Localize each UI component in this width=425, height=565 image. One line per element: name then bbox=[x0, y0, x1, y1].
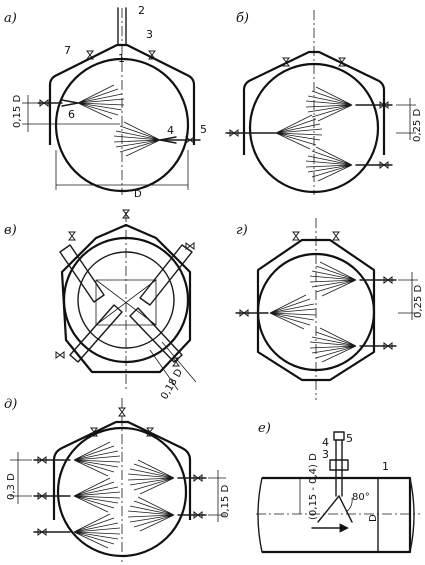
furnace-housing bbox=[242, 50, 386, 155]
furnace-housing bbox=[52, 420, 192, 520]
dim-0-15d: 0,15 D bbox=[12, 95, 23, 128]
chamber-circle bbox=[248, 62, 380, 194]
dim-0-25d: 0,25 D bbox=[413, 285, 424, 318]
callout-1: 1 bbox=[382, 460, 389, 473]
furnace-housing bbox=[48, 43, 196, 145]
callout-3: 3 bbox=[146, 28, 153, 41]
furnace-housing bbox=[256, 238, 376, 382]
chamber-circle bbox=[256, 252, 376, 372]
dim-0-3d: 0,3 D bbox=[6, 473, 17, 500]
chamber-circle bbox=[56, 426, 188, 558]
dim-range: (0,15 - 0,4) D bbox=[308, 453, 319, 520]
callout-2: 2 bbox=[138, 4, 145, 17]
callout-4: 4 bbox=[322, 436, 329, 449]
callout-5: 5 bbox=[200, 123, 207, 136]
panel-d: д) 0,3 D 0,15 D bbox=[4, 397, 231, 562]
panel-a: а) 0,15 D D 2 3 1 7 bbox=[4, 4, 207, 200]
panel-b: б) 0,25 D bbox=[225, 10, 423, 195]
callout-7: 7 bbox=[64, 44, 71, 57]
callout-6: 6 bbox=[68, 108, 75, 121]
panel-g-label: г) bbox=[236, 223, 248, 238]
panel-d-label: д) bbox=[4, 397, 17, 412]
panel-a-label: а) bbox=[4, 11, 17, 26]
dim-d: D bbox=[134, 189, 142, 200]
furnace-housing bbox=[60, 223, 192, 374]
dim-0-18d: 0,18 D bbox=[159, 367, 185, 401]
panel-e: е) (0,15 - 0,4) D D 80° 5 4 3 1 bbox=[256, 421, 420, 554]
angle-label: 80° bbox=[352, 492, 370, 503]
dim-0-25d: 0,25 D bbox=[412, 109, 423, 142]
inner-circle bbox=[77, 251, 175, 349]
panel-v-label: в) bbox=[4, 223, 17, 238]
callout-3: 3 bbox=[322, 448, 329, 461]
callout-1: 1 bbox=[118, 52, 125, 65]
panel-g: г) 0,25 D bbox=[235, 218, 424, 400]
panel-v: в) 0,18 D bbox=[4, 209, 197, 402]
panel-e-label: е) bbox=[258, 421, 271, 436]
chamber-circle bbox=[62, 236, 190, 364]
panel-b-label: б) bbox=[236, 11, 249, 26]
dim-diameter: D bbox=[368, 514, 379, 522]
callout-4: 4 bbox=[167, 124, 174, 137]
dim-0-15d: 0,15 D bbox=[220, 485, 231, 518]
chamber-circle bbox=[54, 57, 190, 193]
callout-5: 5 bbox=[346, 432, 353, 445]
